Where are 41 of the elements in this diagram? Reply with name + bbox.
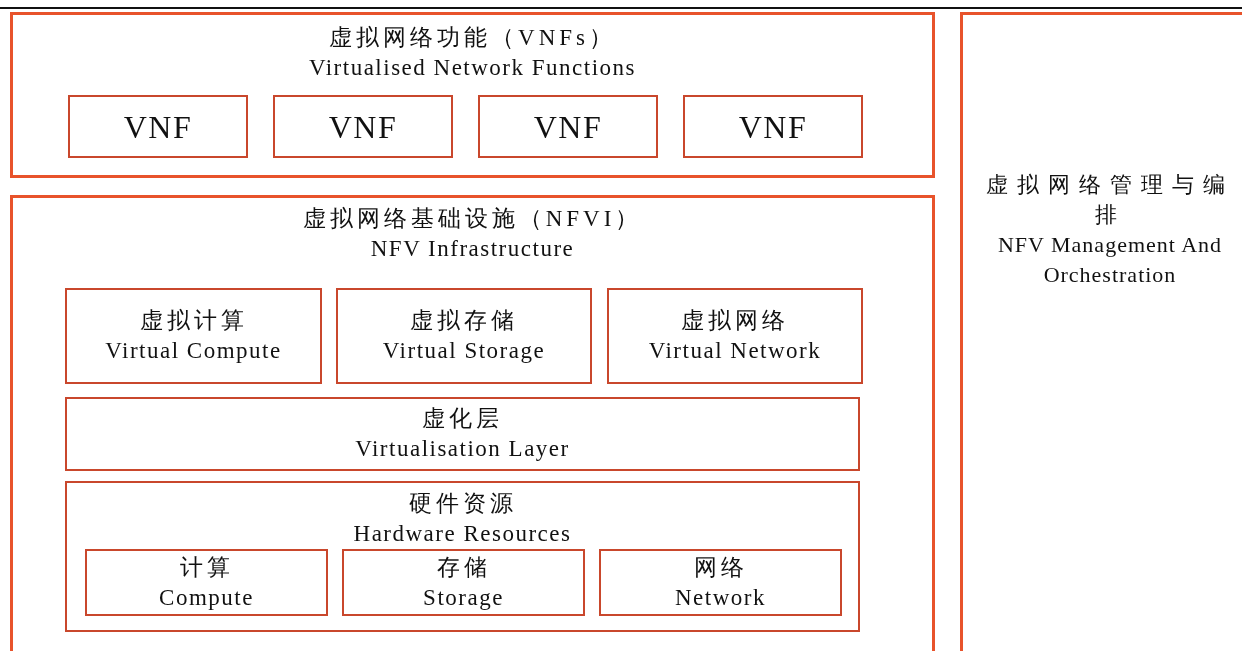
component-box: [68, 95, 248, 158]
box-label: Virtualised Network Functions: [309, 54, 636, 82]
box-label: Network: [675, 583, 766, 612]
box-label: Storage: [423, 583, 504, 612]
box-label: VNF: [738, 107, 808, 147]
box-label: Hardware Resources: [353, 520, 572, 548]
box-label: VNF: [123, 107, 193, 147]
component-box: [85, 549, 328, 616]
box-label: NFV Management And Orchestration: [996, 231, 1224, 289]
box-label: Virtual Network: [648, 337, 822, 365]
component-box: [65, 288, 322, 384]
component-box: [342, 549, 585, 616]
box-label: VNF: [328, 107, 398, 147]
box-label: NFV Infrastructure: [370, 235, 575, 263]
component-box: [336, 288, 592, 384]
box-label: 计算: [179, 553, 234, 582]
box-label: Virtualisation Layer: [355, 435, 570, 463]
box-label: 虚拟网络基础设施（NFVI）: [302, 205, 643, 233]
box-label: 虚拟网络: [681, 307, 789, 335]
box-label: Virtual Storage: [382, 337, 546, 365]
box-label: 虚拟网络功能（VNFs）: [329, 24, 616, 52]
box-label: Compute: [159, 583, 254, 612]
panel-box: [960, 12, 1242, 651]
component-box: [599, 549, 842, 616]
component-box: [65, 397, 860, 471]
component-box: [65, 481, 860, 632]
box-label: 虚拟存储: [410, 307, 518, 335]
box-label: 虚拟网络管理与编排: [985, 171, 1235, 229]
component-box: [683, 95, 863, 158]
box-label: 存储: [436, 553, 491, 582]
box-label: 硬件资源: [408, 490, 517, 518]
component-box: [273, 95, 453, 158]
panel-box: [10, 12, 935, 178]
box-label: Virtual Compute: [105, 337, 282, 365]
component-box: [478, 95, 658, 158]
component-box: [607, 288, 863, 384]
panel-box: [10, 195, 935, 651]
box-label: 虚化层: [422, 405, 503, 433]
box-label: 网络: [693, 553, 748, 582]
box-label: VNF: [533, 107, 603, 147]
box-label: 虚拟计算: [139, 307, 248, 335]
